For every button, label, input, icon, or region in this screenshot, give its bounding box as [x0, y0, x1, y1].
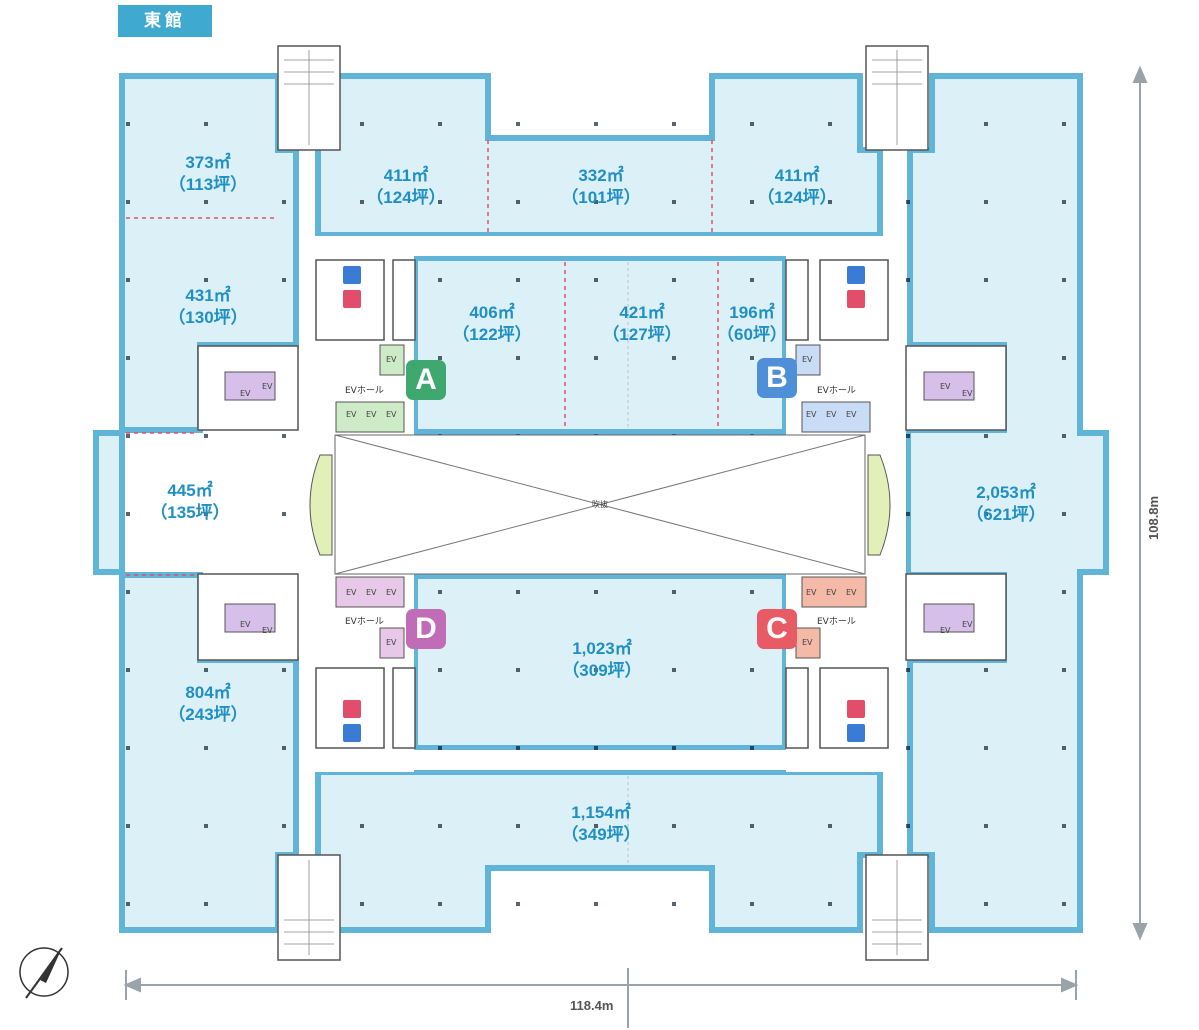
ev-label: EV — [826, 588, 837, 597]
ev-label: EV — [346, 410, 357, 419]
building-tag: 東館 — [118, 5, 212, 37]
ev-label: EV — [940, 626, 951, 635]
ev-label: EV — [366, 410, 377, 419]
compass-icon — [19, 947, 69, 999]
zone-a-marker: A — [406, 360, 446, 400]
area-center-2: 421㎡（127坪） — [602, 303, 682, 344]
ev-label: EV — [846, 588, 857, 597]
area-west-center: 445㎡（135坪） — [150, 481, 230, 522]
zone-d-marker: D — [406, 609, 446, 649]
area-center-3: 196㎡（60坪） — [717, 303, 787, 344]
area-north-3: 411㎡（124坪） — [757, 166, 837, 207]
zone-c-marker: C — [757, 609, 797, 649]
ev-label: EV — [386, 588, 397, 597]
ev-label: EV — [940, 382, 951, 391]
atrium — [334, 434, 866, 575]
area-sw: 804㎡（243坪） — [168, 683, 248, 724]
ev-label: EV — [262, 382, 273, 391]
ev-label: EV — [386, 355, 397, 364]
area-west-mid: 431㎡（130坪） — [168, 286, 248, 327]
ev-label: EV — [346, 588, 357, 597]
ev-hall-label-b: EVホール — [817, 386, 856, 396]
ev-label: EV — [802, 355, 813, 364]
height-dimension: 108.8m — [1146, 495, 1161, 540]
ev-label: EV — [806, 588, 817, 597]
ev-label: EV — [240, 389, 251, 398]
ev-hall-label-c: EVホール — [817, 617, 856, 627]
area-center-south: 1,023㎡（309坪） — [562, 639, 642, 680]
ev-label: EV — [826, 410, 837, 419]
area-north-1: 411㎡（124坪） — [366, 166, 446, 207]
ev-label: EV — [366, 588, 377, 597]
atrium-label: 吹抜 — [592, 500, 608, 509]
ev-label: EV — [240, 620, 251, 629]
dimension-lines — [123, 65, 1148, 1028]
area-north-2: 332㎡（101坪） — [561, 166, 641, 207]
area-nw: 373㎡（113坪） — [168, 153, 248, 194]
ev-hall-label-d: EVホール — [345, 617, 384, 627]
ev-label: EV — [262, 626, 273, 635]
zone-b-marker: B — [757, 358, 797, 398]
ev-label: EV — [962, 620, 973, 629]
ev-hall-label-a: EVホール — [345, 386, 384, 396]
ev-label: EV — [806, 410, 817, 419]
area-east: 2,053㎡（621坪） — [966, 483, 1046, 524]
area-south: 1,154㎡（349坪） — [561, 803, 641, 844]
width-dimension: 118.4m — [570, 998, 614, 1013]
area-center-1: 406㎡（122坪） — [452, 303, 532, 344]
ev-label: EV — [802, 638, 813, 647]
ev-label: EV — [846, 410, 857, 419]
division-lines — [126, 140, 719, 576]
ev-label: EV — [386, 638, 397, 647]
ev-label: EV — [386, 410, 397, 419]
ev-label: EV — [962, 389, 973, 398]
